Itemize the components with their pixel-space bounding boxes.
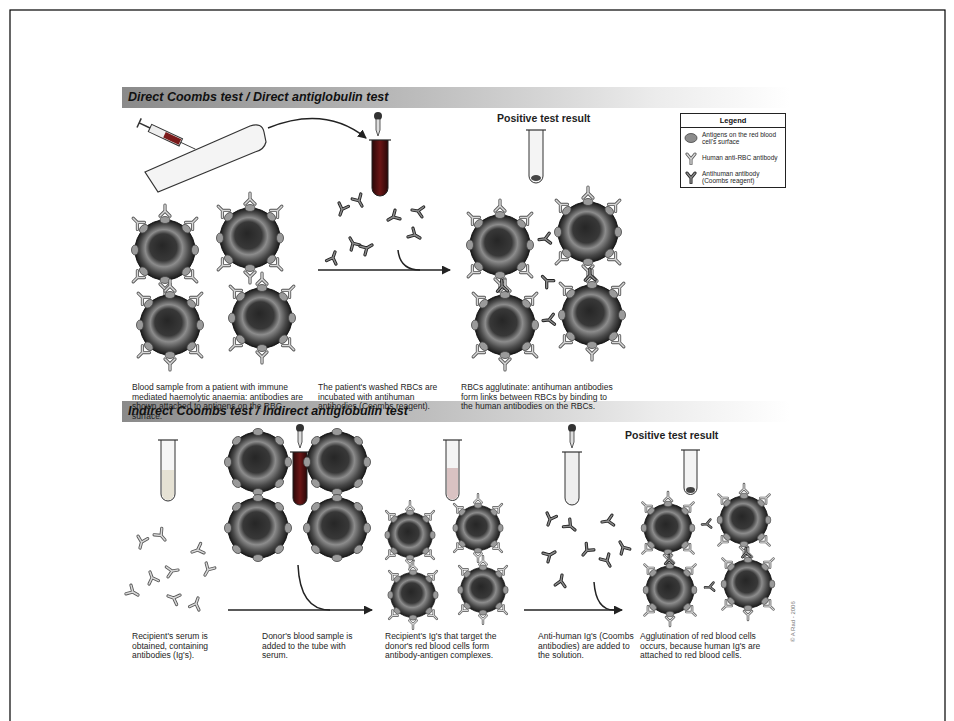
step-caption: The patient's washed RBCs are incubated … (318, 383, 446, 412)
legend-text: Antigens on the red blood cell's surface (702, 131, 782, 146)
legend-sample (684, 131, 698, 145)
step-caption: Anti-human Ig's (Coombs antibodies) are … (538, 632, 636, 661)
coombs-symbol (687, 173, 695, 183)
section-heading: Direct Coombs test / Direct antiglobulin… (122, 87, 790, 107)
legend-box: LegendAntigens on the red blood cell's s… (680, 113, 786, 188)
coombs-symbol (687, 173, 695, 183)
antibody-symbol (687, 154, 695, 164)
step-caption: Blood sample from a patient with immune … (132, 383, 310, 421)
step-caption: Recipient's Ig's that target the donor's… (385, 632, 523, 661)
legend-entry: Antigens on the red blood cell's surface (681, 128, 785, 148)
copyright-watermark: © A Rad - 2006 (790, 601, 797, 642)
antibody-symbol (687, 154, 695, 164)
legend-sample (684, 151, 698, 165)
legend-entry: Human anti-RBC antibody (681, 148, 785, 167)
step-caption: Agglutination of red blood cells occurs,… (640, 632, 772, 661)
result-heading: Positive test result (625, 430, 735, 442)
legend-text: Human anti-RBC antibody (702, 154, 782, 161)
legend-entry: Antihuman antibody (Coombs reagent) (681, 167, 785, 187)
legend-heading: Legend (681, 114, 785, 128)
step-caption: Recipient's serum is obtained, containin… (132, 632, 216, 661)
step-caption: Donor's blood sample is added to the tub… (262, 632, 372, 661)
antigen-symbol (685, 134, 697, 143)
result-heading: Positive test result (497, 113, 607, 125)
legend-sample (684, 170, 698, 184)
step-caption: RBCs agglutinate: antihuman antibodies f… (461, 383, 613, 412)
section-band: Direct Coombs test / Direct antiglobulin… (122, 87, 790, 108)
legend-text: Antihuman antibody (Coombs reagent) (702, 170, 782, 185)
